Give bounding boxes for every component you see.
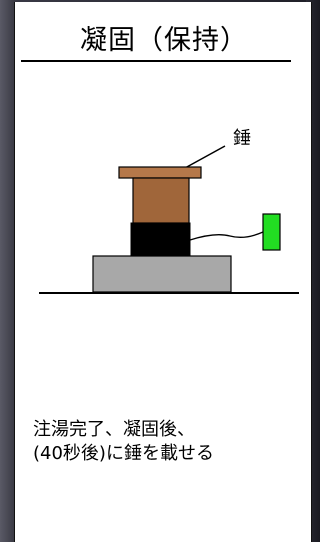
base-plate [92,255,232,293]
caption-line-1: 注湯完了、凝固後、 [33,419,195,440]
sensor-icon [262,213,281,251]
content-panel: 凝固（保持） 錘 注湯完了、凝固後、 (40秒後)に錘を載せる [14,2,312,542]
slide-title: 凝固（保持） [80,25,248,56]
title-underline [21,60,291,62]
solidification-diagram [39,145,299,294]
caption-line-2: (40秒後)に錘を載せる [33,443,214,464]
caption: 注湯完了、凝固後、 (40秒後)に錘を載せる [33,418,214,466]
weight-body [132,177,190,224]
sensor-wire [189,231,264,241]
weight-leader-line [184,145,226,169]
weight-top-plate [118,166,202,179]
mold-block [130,222,191,257]
window-frame-left [0,0,14,542]
weight-label: 錘 [233,128,251,149]
